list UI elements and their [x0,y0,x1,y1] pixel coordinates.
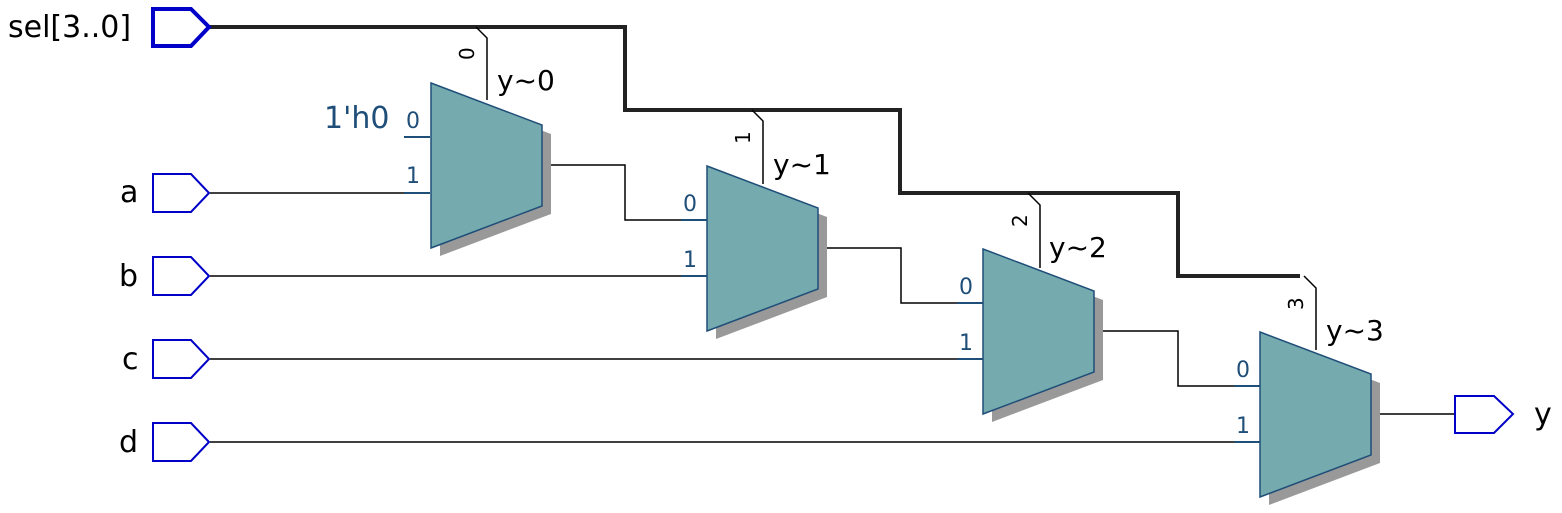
mux-2-label: y~2 [1049,231,1107,264]
port-y-shape [1454,395,1515,434]
port-c-label: c [122,342,139,377]
port-a-shape [152,173,211,213]
port-c-shape [152,339,211,379]
port-d-shape [152,422,211,462]
wire-mux0-to-mux1 [541,164,707,221]
mux-0-in1-label: 1 [406,164,420,189]
mux-3-label: y~3 [1326,314,1384,347]
mux-0-label: y~0 [497,64,555,97]
mux-2[interactable]: y~2 0 1 [959,231,1107,422]
port-c[interactable]: c [122,339,211,379]
mux-3-body [1259,330,1372,499]
port-a[interactable]: a [120,173,211,213]
port-d[interactable]: d [119,422,211,462]
sel-tap-1 [751,109,764,184]
mux-1-in0-label: 0 [683,192,697,217]
mux-3[interactable]: y~3 0 1 [1236,314,1384,505]
port-y-label: y [1534,397,1552,432]
mux-1-body [706,164,819,333]
sel-bit-label-0: 0 [455,47,479,60]
sel-tap-0 [475,26,488,100]
port-sel-shape [151,7,212,48]
sel-tap-2 [1027,192,1041,268]
port-sel-label: sel[3..0] [8,10,131,45]
port-b[interactable]: b [119,256,211,296]
mux-1[interactable]: y~1 0 1 [683,148,831,339]
sel-bit-label-2: 2 [1008,214,1032,227]
mux-0-in0-label: 0 [406,109,420,134]
port-y[interactable]: y [1454,395,1552,434]
sel-bit-label-3: 3 [1284,297,1308,310]
port-b-shape [152,256,211,296]
sel-bus [210,25,1300,278]
port-b-label: b [119,259,138,294]
constant-label: 1'h0 [324,101,389,136]
mux-2-body [982,247,1095,416]
port-d-label: d [119,425,138,460]
mux-3-in0-label: 0 [1236,358,1250,383]
wire-mux1-to-mux2 [818,247,983,304]
wire-mux2-to-mux3 [1095,330,1260,387]
port-a-label: a [120,175,138,210]
mux-1-label: y~1 [773,148,831,181]
mux-2-in0-label: 0 [959,275,973,300]
mux-0[interactable]: y~0 0 1 [406,64,555,256]
mux-2-in1-label: 1 [959,331,973,356]
mux-3-in1-label: 1 [1236,414,1250,439]
port-sel[interactable]: sel[3..0] [8,7,212,48]
mux-0-body [430,81,543,250]
sel-tap-3 [1303,275,1317,350]
mux-1-in1-label: 1 [683,248,697,273]
sel-bit-label-1: 1 [731,131,755,144]
